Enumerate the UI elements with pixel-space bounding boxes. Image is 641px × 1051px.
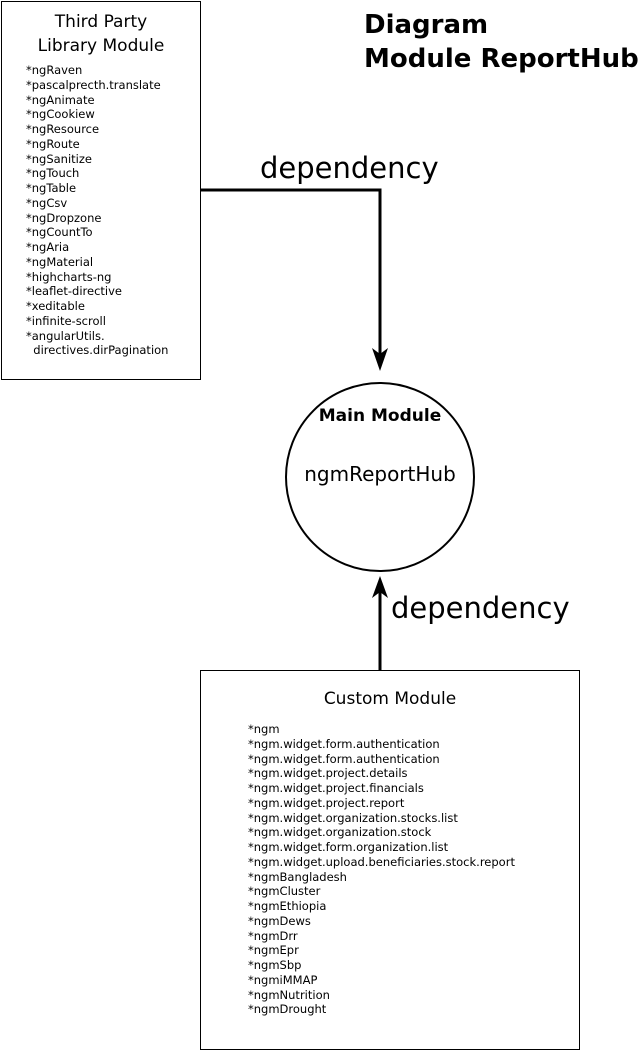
list-item: *ngResource — [26, 122, 100, 136]
list-item: *ngm.widget.project.details — [248, 766, 408, 781]
list-item: *ngm.widget.form.organization.list — [248, 840, 449, 854]
third-party-module-box: Third Party Library Module *ngRaven*pasc… — [1, 1, 201, 380]
list-item: *infinite-scroll — [26, 313, 106, 328]
third-party-heading: Third Party Library Module — [2, 10, 200, 58]
list-item: *ngMaterial — [26, 254, 94, 269]
list-item: *ngCookiew — [26, 107, 95, 122]
list-item: *ngm.widget.project.financials — [248, 781, 424, 795]
main-module-name: ngmReportHub — [304, 462, 456, 486]
title-line-2: Module ReportHub — [364, 44, 639, 74]
list-item: directives.dirPagination — [26, 343, 169, 358]
list-item: *ngmDrr — [248, 928, 298, 943]
list-item: *ngDropzone — [26, 210, 102, 225]
dependency-label-top: dependency — [260, 151, 439, 185]
list-item: *ngRoute — [26, 136, 80, 151]
list-item: *ngm.widget.organization.stocks.list — [248, 810, 458, 825]
list-item: *highcharts-ng — [26, 269, 112, 284]
list-item: *xeditable — [26, 299, 85, 313]
list-item: *ngAnimate — [26, 92, 95, 107]
list-item: *ngTouch — [26, 166, 80, 181]
list-item: *ngmNutrition — [248, 987, 330, 1002]
list-item: *angularUtils. — [26, 328, 105, 343]
third-party-heading-line-2: Library Module — [37, 36, 165, 56]
list-item: *pascalprecth.translate — [26, 77, 161, 92]
custom-module-list: *ngm*ngm.widget.form.authentication*ngm.… — [248, 722, 579, 1017]
main-module-heading: Main Module — [318, 406, 442, 426]
list-item: *leaflet-directive — [26, 284, 122, 299]
list-item: *ngCountTo — [26, 225, 93, 240]
list-item: *ngm.widget.upload.beneficiaries.stock.r… — [248, 854, 515, 869]
dependency-label-bottom: dependency — [391, 591, 570, 625]
list-item: *ngm.widget.form.authentication — [248, 751, 440, 766]
custom-module-box: Custom Module *ngm*ngm.widget.form.authe… — [200, 670, 580, 1050]
dependency-edge-third-party — [201, 188, 382, 357]
list-item: *ngmDews — [248, 913, 311, 928]
list-item: *ngm.widget.project.report — [248, 795, 405, 810]
list-item: *ngmSbp — [248, 958, 302, 972]
list-item: *ngmCluster — [248, 884, 321, 899]
list-item: *ngAria — [26, 240, 70, 254]
list-item: *ngmEthiopia — [248, 899, 327, 913]
title-line-1: Diagram — [364, 10, 489, 40]
list-item: *ngm.widget.form.authentication — [248, 736, 440, 751]
list-item: *ngm — [248, 722, 280, 736]
list-item: *ngmiMMAP — [248, 972, 318, 987]
list-item: *ngmEpr — [248, 943, 299, 958]
main-module-node: Main Module ngmReportHub — [285, 382, 475, 572]
arrowhead-up — [372, 576, 388, 598]
list-item: *ngTable — [26, 181, 77, 195]
list-item: *ngmDrought — [248, 1002, 327, 1017]
list-item: *ngRaven — [26, 63, 83, 77]
list-item: *ngSanitize — [26, 151, 92, 166]
list-item: *ngCsv — [26, 195, 68, 210]
custom-module-heading: Custom Module — [323, 689, 457, 709]
third-party-library-list: *ngRaven*pascalprecth.translate*ngAnimat… — [26, 63, 200, 358]
diagram-title: Diagram Module ReportHub — [364, 8, 639, 76]
list-item: *ngm.widget.organization.stock — [248, 825, 432, 840]
third-party-heading-line-1: Third Party — [54, 12, 148, 32]
arrowhead-down — [372, 348, 388, 371]
list-item: *ngmBangladesh — [248, 869, 347, 884]
